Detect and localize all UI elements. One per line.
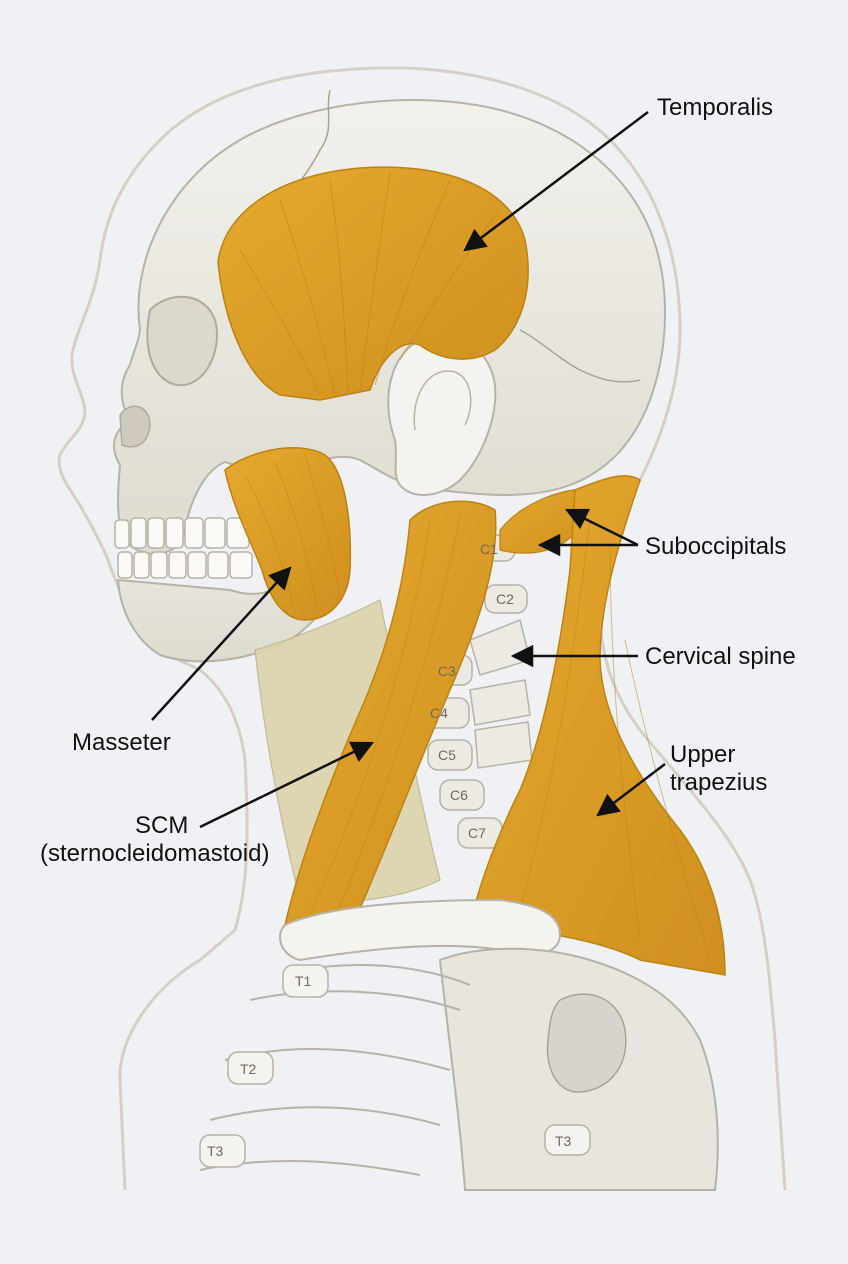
upper-trapezius-arrow — [596, 763, 666, 817]
masseter-muscle — [224, 447, 352, 621]
suboccipitals-label: Suboccipitals — [645, 533, 787, 560]
temporalis-fibers — [239, 171, 501, 396]
masseter-arrow — [151, 566, 292, 721]
vertebra-label-t1: T1 — [295, 973, 312, 989]
vertebra-label-c7: C7 — [468, 825, 486, 841]
scm-label-line1: SCM — [135, 812, 189, 839]
upper-trapezius-label-line1: Upper — [670, 741, 736, 768]
lambdoid-suture — [519, 329, 641, 383]
nasal-cavity — [119, 405, 151, 448]
scm-fibers — [309, 514, 461, 919]
vertebra-label-c3: C3 — [438, 663, 456, 679]
vertebra-label-c1: C1 — [480, 541, 498, 557]
upper-trapezius-muscle — [469, 475, 726, 976]
vertebra-label-c4: C4 — [430, 705, 448, 721]
lower-teeth — [117, 551, 253, 579]
cervical-spine-label: Cervical spine — [645, 643, 796, 670]
masseter-label: Masseter — [72, 729, 171, 756]
vertebra-labels: C1 C2 C3 C4 C5 C6 C7 T1 T2 T3 T3 — [207, 541, 572, 1159]
scm-arrow — [199, 741, 375, 829]
humerus-head — [546, 993, 627, 1093]
thoracic-vertebrae — [199, 964, 591, 1168]
vertebra-label-t3-front: T3 — [207, 1143, 224, 1159]
temporalis-muscle — [217, 166, 529, 401]
suboccipitals-arrow-upper — [564, 508, 639, 547]
vertebra-label-c2: C2 — [496, 591, 514, 607]
upper-trapezius-label-line2: trapezius — [670, 769, 768, 796]
scm-label-line2: (sternocleidomastoid) — [40, 840, 270, 867]
trapezius-fibers — [519, 519, 711, 961]
masseter-fibers — [244, 454, 341, 613]
upper-teeth — [114, 517, 250, 549]
temporalis-label: Temporalis — [657, 94, 774, 121]
temporalis-arrow — [463, 111, 649, 252]
vertebra-label-t3-back: T3 — [555, 1133, 572, 1149]
scm-muscle — [284, 500, 497, 926]
eye-orbit — [146, 295, 218, 387]
callout-arrows — [151, 111, 666, 829]
vertebra-label-t2: T2 — [240, 1061, 257, 1077]
ear-inner-fold — [413, 370, 472, 431]
vertebra-label-c5: C5 — [438, 747, 456, 763]
vertebra-label-c6: C6 — [450, 787, 468, 803]
